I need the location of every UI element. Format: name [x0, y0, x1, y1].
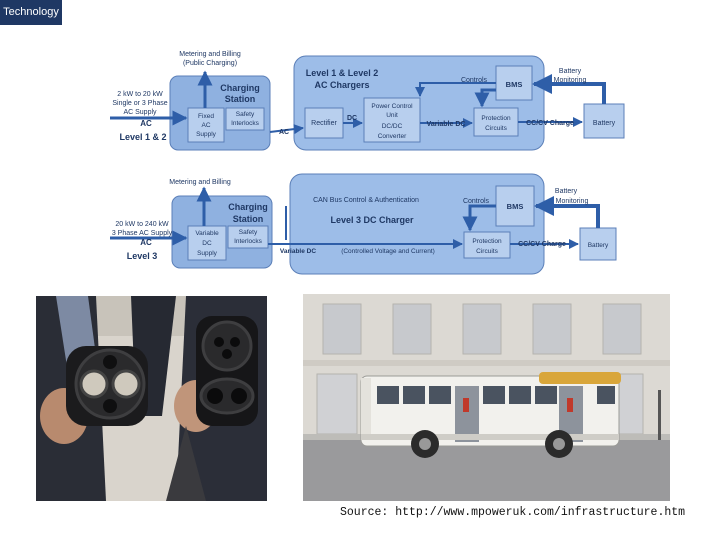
battery-label: Battery: [593, 120, 616, 127]
can-bus-label: CAN Bus Control & Authentication: [313, 197, 419, 204]
charging-plugs-photo: [36, 296, 267, 501]
bms-label: BMS: [507, 202, 524, 211]
battery-monitoring-1: Battery: [559, 68, 582, 75]
pcu-label-3: DC/DC: [382, 123, 403, 130]
controls-label: Controls: [463, 198, 490, 205]
diagram-level-1-2: Metering and Billing (Public Charging) 2…: [110, 51, 625, 151]
section-tag: Technology: [0, 0, 62, 25]
ac-in-label: AC: [140, 119, 152, 128]
safety-interlocks-box: [227, 225, 269, 249]
level-label: Level 1 & 2: [119, 132, 166, 142]
pcu-label-2: Unit: [386, 112, 398, 119]
ac-mid-label: AC: [279, 129, 289, 136]
protection-label-1: Protection: [472, 238, 502, 245]
bms-box: [495, 185, 535, 227]
protection-circuits-box: [463, 231, 511, 259]
variable-label-2: DC: [202, 240, 212, 247]
ac-in-label: AC: [140, 238, 152, 247]
title-label-1: Level 1 & Level 2: [306, 68, 379, 78]
rectifier-label: Rectifier: [311, 120, 337, 127]
safety-label-1: Safety: [239, 229, 258, 236]
pcu-label-4: Converter: [378, 133, 407, 140]
dc-label: DC: [347, 115, 357, 122]
input-label-3: AC Supply: [123, 109, 157, 116]
protection-label-2: Circuits: [485, 125, 507, 132]
input-label-2: Single or 3 Phase: [112, 100, 167, 107]
ac-to-rectifier-arrow: [269, 124, 304, 135]
charger-block-diagrams: Metering and Billing (Public Charging) 2…: [110, 51, 625, 275]
bms-protection-arrow: [462, 204, 496, 232]
bms-label: BMS: [506, 80, 523, 89]
safety-label-2: Interlocks: [231, 120, 260, 127]
cccv-label: CC/CV Charge: [518, 241, 566, 248]
protection-label-2: Circuits: [476, 248, 498, 255]
variable-dc-label: Variable DC: [427, 121, 466, 128]
variable-dc-label: Variable DC: [280, 248, 316, 255]
source-caption: Source: http://www.mpoweruk.com/infrastr…: [340, 506, 686, 519]
controlled-label: (Controlled Voltage and Current): [341, 248, 435, 255]
bms-box: [495, 65, 533, 101]
controls-arrow: [415, 82, 496, 97]
fixed-label-2: AC: [201, 122, 210, 129]
protection-label-1: Protection: [481, 115, 511, 122]
variable-dc-supply-box: [187, 225, 227, 261]
station-label-1: Charging: [228, 202, 268, 212]
power-control-unit-box: [363, 97, 421, 143]
station-label-2: Station: [225, 94, 256, 104]
battery-monitoring-1: Battery: [555, 188, 578, 195]
metering-label-1: Metering and Billing: [179, 51, 241, 58]
cccv-label: CC/CV Charge: [526, 120, 574, 127]
battery-monitoring-arrow: [534, 196, 600, 228]
input-label-1: 20 kW to 240 kW: [115, 221, 169, 228]
pcu-label-1: Power Control: [371, 103, 413, 110]
fixed-ac-supply-box: [187, 107, 225, 143]
title-label: Level 3 DC Charger: [330, 215, 414, 225]
safety-interlocks-box: [225, 107, 265, 131]
battery-label: Battery: [588, 242, 609, 249]
variable-label-3: Supply: [197, 250, 218, 257]
diagram-level-3: Metering and Billing 20 kW to 240 kW 3 P…: [110, 173, 617, 275]
controls-label: Controls: [461, 77, 488, 84]
title-label-2: AC Chargers: [314, 80, 369, 90]
bms-protection-arrow: [474, 88, 496, 108]
battery-monitoring-2: Monitoring: [556, 198, 589, 205]
fixed-label-1: Fixed: [198, 113, 214, 120]
level-label: Level 3: [127, 251, 158, 261]
metering-label-2: (Public Charging): [183, 60, 237, 67]
station-label-2: Station: [233, 214, 264, 224]
metering-label: Metering and Billing: [169, 179, 231, 186]
safety-label-2: Interlocks: [234, 238, 263, 245]
safety-label-1: Safety: [236, 111, 255, 118]
input-label-2: 3 Phase AC Supply: [112, 230, 173, 237]
fixed-label-3: Supply: [196, 131, 217, 138]
electric-bus-photo: [303, 294, 670, 501]
battery-box: [583, 103, 625, 139]
battery-monitoring-arrow: [532, 74, 606, 104]
battery-monitoring-2: Monitoring: [554, 77, 587, 84]
input-label-1: 2 kW to 20 kW: [117, 91, 163, 98]
station-label-1: Charging: [220, 83, 260, 93]
variable-label-1: Variable: [195, 230, 219, 237]
